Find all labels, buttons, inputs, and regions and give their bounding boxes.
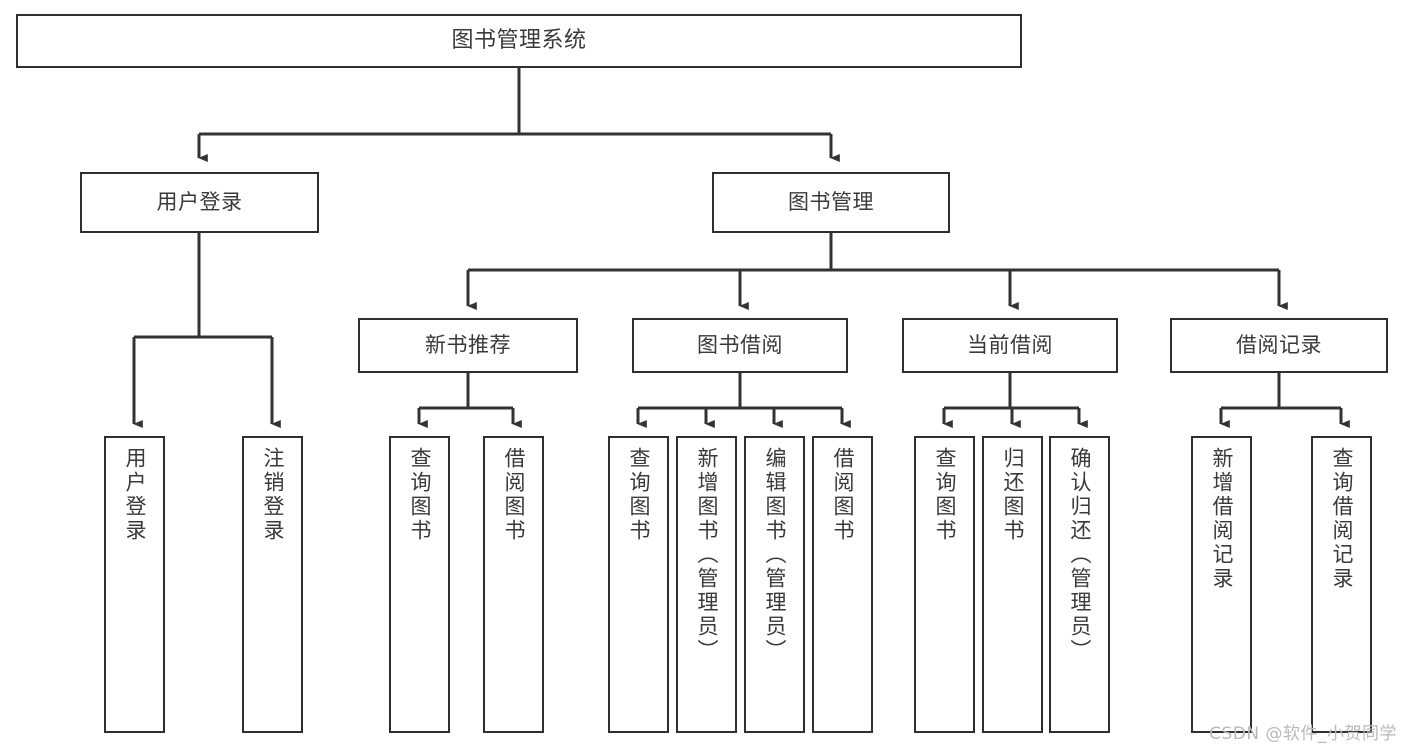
node-new-book-recommend-label: 新书推荐 (425, 333, 511, 358)
node-leaf-query-book-2-label: 查询图书 (627, 447, 651, 543)
node-borrow-record[interactable]: 借阅记录 (1170, 318, 1388, 373)
node-borrow-record-label: 借阅记录 (1236, 333, 1322, 358)
node-leaf-edit-book[interactable]: 编辑图书（管理员） (744, 436, 805, 733)
node-current-borrow-label: 当前借阅 (967, 333, 1053, 358)
node-leaf-query-book-3[interactable]: 查询图书 (914, 436, 975, 733)
node-leaf-confirm-return-label: 确认归还（管理员） (1068, 447, 1092, 663)
node-book-borrow[interactable]: 图书借阅 (632, 318, 848, 373)
node-leaf-user-logout[interactable]: 注销登录 (242, 436, 303, 733)
node-leaf-query-book-1[interactable]: 查询图书 (389, 436, 450, 733)
node-book-borrow-label: 图书借阅 (697, 333, 783, 358)
node-leaf-borrow-book-1[interactable]: 借阅图书 (483, 436, 544, 733)
node-root[interactable]: 图书管理系统 (16, 14, 1022, 68)
node-leaf-borrow-book-2[interactable]: 借阅图书 (812, 436, 873, 733)
node-leaf-add-record[interactable]: 新增借阅记录 (1191, 436, 1252, 733)
node-root-label: 图书管理系统 (451, 28, 587, 54)
node-leaf-user-login[interactable]: 用户登录 (104, 436, 165, 733)
node-leaf-borrow-book-2-label: 借阅图书 (831, 447, 855, 543)
node-leaf-query-book-2[interactable]: 查询图书 (608, 436, 669, 733)
node-book-management-label: 图书管理 (788, 190, 874, 215)
node-leaf-add-record-label: 新增借阅记录 (1210, 447, 1234, 591)
node-leaf-user-logout-label: 注销登录 (261, 447, 285, 543)
node-leaf-edit-book-label: 编辑图书（管理员） (763, 447, 787, 663)
node-leaf-return-book-label: 归还图书 (1001, 447, 1025, 543)
node-leaf-query-book-3-label: 查询图书 (933, 447, 957, 543)
node-current-borrow[interactable]: 当前借阅 (902, 318, 1118, 373)
node-leaf-query-book-1-label: 查询图书 (408, 447, 432, 543)
node-leaf-return-book[interactable]: 归还图书 (982, 436, 1043, 733)
node-leaf-add-book[interactable]: 新增图书（管理员） (676, 436, 737, 733)
node-leaf-confirm-return[interactable]: 确认归还（管理员） (1049, 436, 1110, 733)
node-leaf-query-record[interactable]: 查询借阅记录 (1311, 436, 1372, 733)
node-leaf-user-login-label: 用户登录 (123, 447, 147, 543)
node-leaf-add-book-label: 新增图书（管理员） (695, 447, 719, 663)
node-user-login-label: 用户登录 (156, 190, 243, 215)
node-new-book-recommend[interactable]: 新书推荐 (358, 318, 578, 373)
node-user-login[interactable]: 用户登录 (80, 172, 319, 233)
node-leaf-borrow-book-1-label: 借阅图书 (502, 447, 526, 543)
node-book-management[interactable]: 图书管理 (712, 172, 950, 233)
node-leaf-query-record-label: 查询借阅记录 (1330, 447, 1354, 591)
